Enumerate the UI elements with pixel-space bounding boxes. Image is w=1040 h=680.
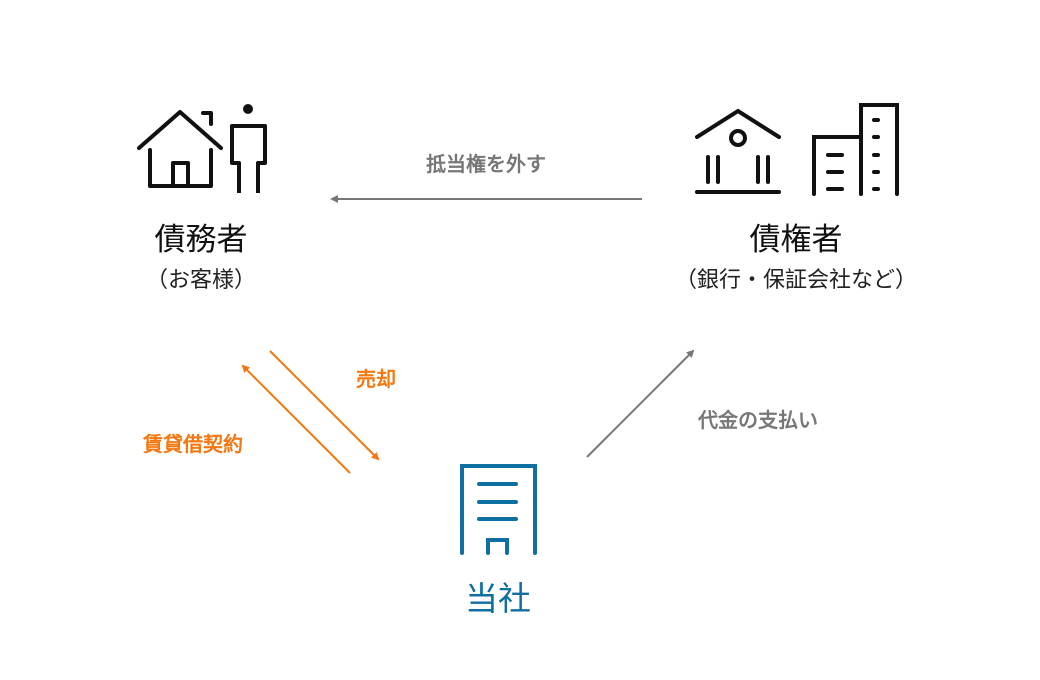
office-building-icon xyxy=(812,103,899,196)
house-icon xyxy=(137,110,223,188)
debtor-subtitle: （お客様） xyxy=(145,268,257,293)
bank-icon xyxy=(695,108,781,194)
creditor-subtitle: （銀行・保証会社など） xyxy=(674,268,918,293)
arrow-lease xyxy=(241,364,351,474)
label-sale: 売却 xyxy=(356,367,396,391)
label-lease: 賃貸借契約 xyxy=(143,432,243,456)
person-icon xyxy=(230,104,267,193)
debtor-title: 債務者 xyxy=(154,222,248,258)
label-payment: 代金の支払い xyxy=(698,408,818,432)
company-title: 当社 xyxy=(465,579,531,618)
creditor-title: 債権者 xyxy=(749,222,843,258)
arrow-sale xyxy=(269,350,380,461)
company-building-icon xyxy=(460,464,537,555)
arrow-payment xyxy=(586,349,695,458)
label-remove-mortgage: 抵当権を外す xyxy=(426,152,546,176)
